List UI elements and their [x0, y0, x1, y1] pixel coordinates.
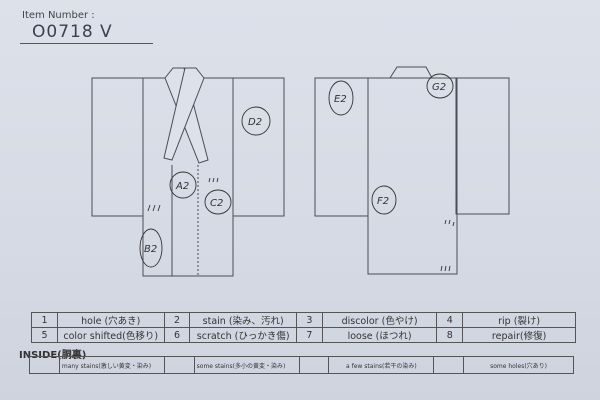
front-left-sleeve	[91, 77, 144, 217]
svg-text:D2: D2	[248, 117, 262, 128]
item-number-underline	[20, 43, 153, 44]
legend-row: 1 hole (穴あき) 2 stain (染み、汚れ) 3 discolor …	[31, 312, 576, 328]
collar-right	[163, 67, 205, 161]
kimono-back	[314, 66, 510, 275]
item-number-value: O0718 V	[32, 22, 113, 42]
defect-legend-table: 1 hole (穴あき) 2 stain (染み、汚れ) 3 discolor …	[31, 312, 576, 343]
inside-checkbox-some-stains[interactable]	[163, 356, 195, 374]
item-number-label: Item Number :	[22, 10, 95, 21]
back-body	[367, 77, 458, 275]
inside-condition-table: many stains(激しい黄変・染み) some stains(多小の黄変・…	[29, 356, 574, 374]
svg-text:A2: A2	[175, 181, 189, 192]
svg-text:B2: B2	[144, 244, 157, 255]
inside-checkbox-some-holes[interactable]	[433, 356, 465, 374]
inside-section-label: INSIDE(胴裏)	[19, 350, 87, 361]
svg-text:C2: C2	[210, 198, 223, 209]
svg-text:F2: F2	[377, 196, 389, 207]
front-right-sleeve	[232, 77, 285, 217]
inside-row: many stains(激しい黄変・染み) some stains(多小の黄変・…	[29, 356, 574, 374]
back-right-sleeve	[455, 77, 510, 215]
svg-text:G2: G2	[432, 82, 446, 93]
inside-checkbox-few-stains[interactable]	[298, 356, 330, 374]
inside-checkbox-many-stains[interactable]	[29, 356, 60, 374]
kimono-front	[91, 67, 285, 277]
back-collar	[389, 66, 433, 79]
svg-text:E2: E2	[334, 94, 347, 105]
legend-row: 5 color shifted(色移り) 6 scratch (ひっかき傷) 7…	[31, 327, 576, 343]
